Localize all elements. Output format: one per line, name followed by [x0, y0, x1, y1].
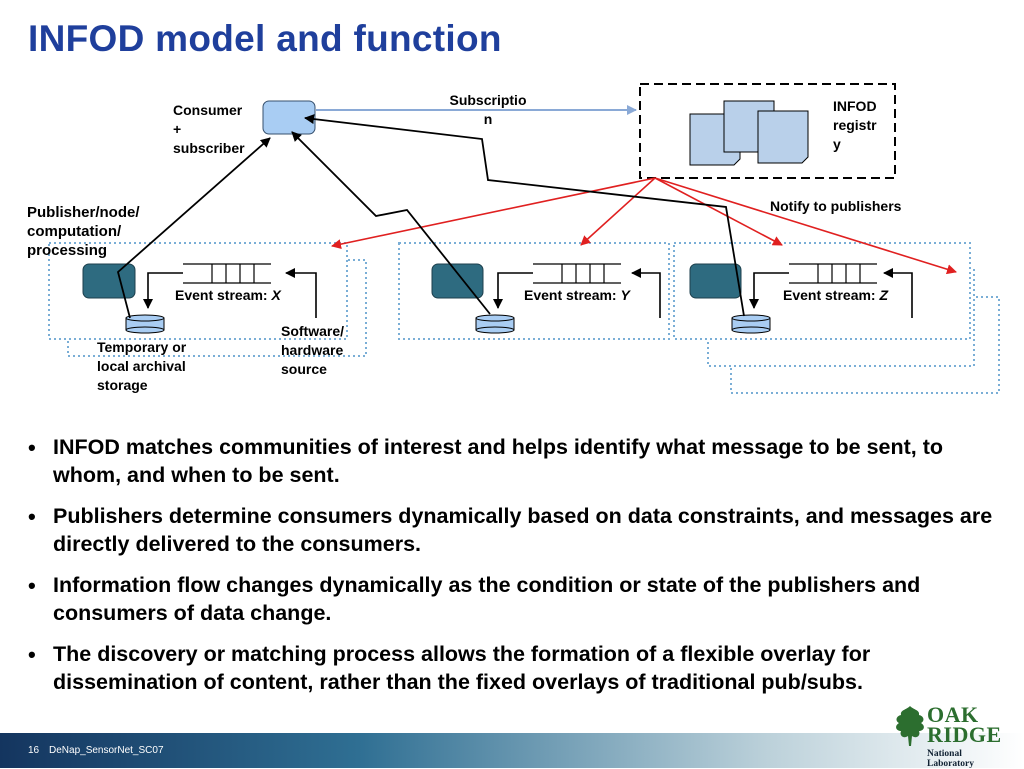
- publisher-node-x: [82, 263, 136, 299]
- consumer-node: [262, 100, 316, 135]
- oak-ridge-logo: OAK RIDGE National Laboratory: [893, 702, 1005, 769]
- event-stream-name-x: X: [271, 287, 281, 303]
- event-stream-name-y: Y: [620, 287, 630, 303]
- footer-bar: 16 DeNap_SensorNet_SC07: [0, 733, 1024, 768]
- event-stream-label-z: Event stream: Z: [783, 287, 889, 303]
- storage-cylinder-x: [125, 314, 165, 334]
- logo-ridge-text: RIDGE: [927, 722, 1002, 747]
- event-stream-label-y: Event stream: Y: [524, 287, 630, 303]
- infod-registry-box: [639, 83, 896, 179]
- publisher-node-z: [689, 263, 742, 299]
- publisher-node-y: [431, 263, 484, 299]
- event-stream-label-x: Event stream: X: [175, 287, 281, 303]
- notify-arrows: [331, 177, 957, 275]
- registry-label: INFOD registr y: [833, 98, 877, 152]
- source-label: Software/ hardware source: [281, 323, 345, 377]
- consumer-label: Consumer + subscriber: [173, 102, 245, 156]
- subscription-label: Subscriptio n: [449, 92, 527, 127]
- infod-diagram: [48, 83, 1000, 394]
- oak-leaf-icon: [896, 706, 924, 746]
- registry-documents-icon: [689, 100, 809, 166]
- storage-label: Temporary or local archival storage: [97, 339, 187, 393]
- bullet-list: INFOD matches communities of interest an…: [26, 434, 1001, 710]
- storage-arrows: [143, 272, 789, 309]
- source-arrows: [285, 268, 913, 318]
- event-queue-x: [183, 263, 271, 284]
- page-number: 16: [28, 745, 40, 756]
- storage-cylinder-y: [475, 314, 515, 334]
- logo-lab-text: National Laboratory: [927, 749, 974, 769]
- bullet-item: Publishers determine consumers dynamical…: [26, 503, 1001, 558]
- bullet-item: INFOD matches communities of interest an…: [26, 434, 1001, 489]
- bullet-item: The discovery or matching process allows…: [26, 641, 1001, 696]
- event-queue-y: [533, 263, 621, 284]
- event-stream-name-z: Z: [879, 287, 889, 303]
- publisher-group-y-frames: [398, 242, 670, 340]
- event-queue-z: [789, 263, 877, 284]
- footer-text: DeNap_SensorNet_SC07: [49, 745, 164, 756]
- delivery-paths: [116, 114, 745, 319]
- publisher-label: Publisher/node/ computation/ processing: [27, 204, 140, 259]
- slide-title: INFOD model and function: [28, 18, 502, 59]
- storage-cylinder-z: [731, 314, 771, 334]
- logo-oak-text: OAK: [927, 702, 979, 727]
- bullet-item: Information flow changes dynamically as …: [26, 572, 1001, 627]
- notify-label: Notify to publishers: [770, 198, 902, 214]
